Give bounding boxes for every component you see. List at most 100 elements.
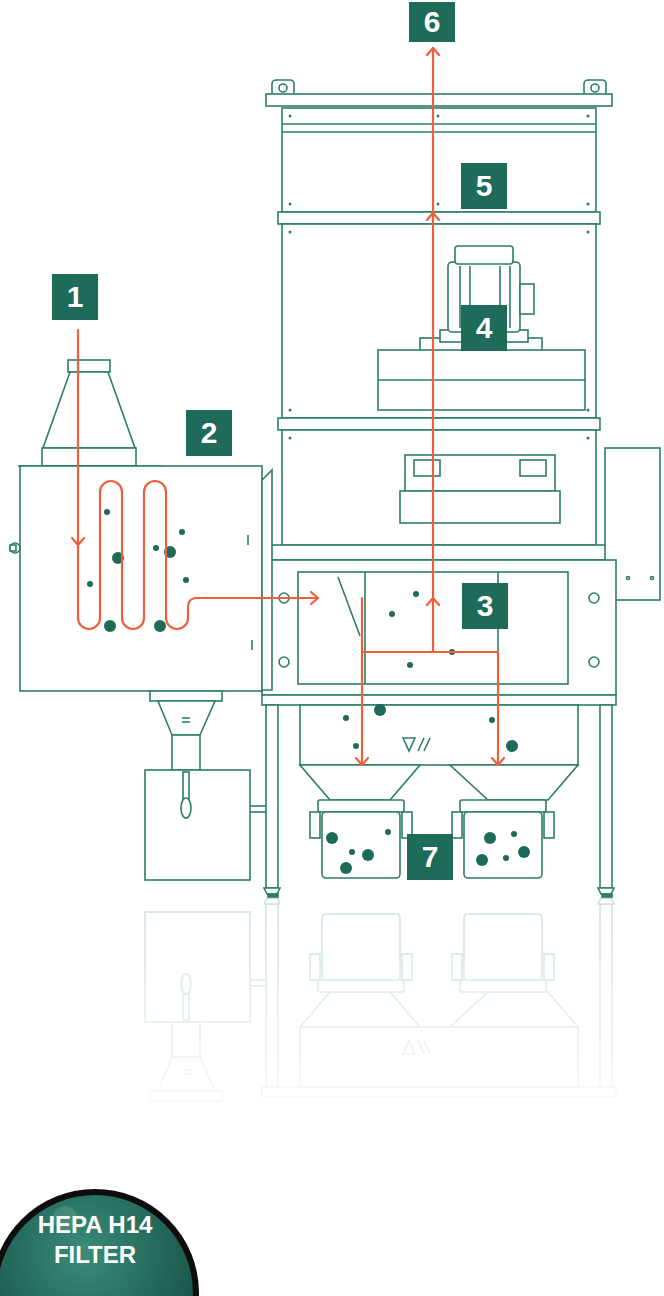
cleaning-unit	[400, 455, 560, 523]
pre-separator-base	[172, 735, 200, 770]
dust-particles	[489, 717, 495, 723]
dust-particles	[343, 715, 349, 721]
machine-base	[262, 695, 616, 705]
rivets	[437, 115, 440, 118]
cabinet-frame	[282, 131, 596, 133]
pre-separator-base	[182, 721, 190, 723]
rivets	[289, 115, 292, 118]
dust-bins	[452, 812, 462, 838]
dust-particles	[374, 704, 386, 716]
dust-bins	[310, 812, 320, 838]
cabinet-frame	[282, 123, 596, 125]
cabinet-frame	[282, 108, 596, 212]
cabinet-frame	[262, 545, 616, 560]
cabinet-frame	[278, 212, 600, 224]
dust-particles	[87, 581, 93, 587]
rivets	[587, 115, 590, 118]
filter-chamber	[589, 657, 599, 667]
cabinet-frame	[266, 94, 612, 106]
reflection-fade	[0, 900, 664, 1150]
pre-separator	[42, 448, 136, 466]
dust-particles	[179, 529, 185, 535]
callout-number: 4	[461, 305, 507, 351]
machine-base	[266, 705, 278, 888]
dust-particles	[518, 846, 530, 858]
callout-number: 7	[407, 834, 453, 880]
pre-separator	[20, 466, 262, 691]
air-flow-arrows	[492, 758, 504, 765]
dust-particles	[407, 662, 413, 668]
motor	[509, 266, 511, 328]
badge-text: HEPA H14 FILTER	[20, 1210, 170, 1270]
dust-bins	[544, 812, 554, 838]
callout-number: 3	[462, 583, 508, 629]
filter-chamber	[589, 593, 599, 603]
cabinet-frame	[282, 430, 596, 545]
machine-outline	[10, 80, 660, 695]
pre-separator-base	[158, 701, 215, 735]
dust-particles	[349, 849, 355, 855]
dust-particles	[340, 862, 352, 874]
rivets	[587, 203, 590, 206]
callout-number: 2	[186, 410, 232, 456]
dust-bins	[318, 800, 404, 812]
dust-particles	[484, 832, 496, 844]
dust-particles	[154, 620, 166, 632]
dust-bins	[322, 812, 400, 878]
cleaning-unit	[405, 455, 555, 491]
pre-separator-base	[250, 805, 266, 807]
pre-separator-base	[145, 770, 250, 880]
rivets	[587, 231, 590, 234]
badge-circle	[0, 1192, 196, 1296]
pre-separator-base	[150, 691, 222, 701]
cabinet-frame	[591, 84, 599, 92]
air-flow-arrows	[78, 330, 318, 629]
cabinet-frame	[262, 80, 616, 560]
rivets	[289, 409, 292, 412]
dust-particles	[353, 743, 359, 749]
air-flow-arrows	[362, 652, 498, 765]
rivets	[587, 437, 590, 440]
pre-separator	[68, 360, 110, 372]
air-flow-arrows	[427, 48, 439, 55]
air-flow-arrows	[356, 758, 368, 765]
air-flow-arrows	[361, 598, 363, 765]
side-box	[651, 577, 654, 580]
pre-separator	[10, 360, 272, 691]
dust-particles	[87, 509, 530, 874]
air-flow-arrows	[72, 48, 504, 765]
logo-mark	[403, 738, 430, 751]
rivets	[289, 203, 292, 206]
rivets	[289, 115, 590, 440]
motor	[520, 284, 534, 314]
pre-separator-base	[183, 772, 189, 800]
pre-separator-base	[250, 811, 266, 813]
air-flow-arrows	[432, 48, 434, 652]
dust-particles	[326, 832, 338, 844]
air-flow-arrows	[311, 592, 318, 604]
pre-separator	[10, 543, 20, 553]
air-flow-arrows	[427, 213, 439, 220]
rivets	[289, 437, 292, 440]
air-flow-arrows	[72, 538, 84, 545]
callout-number: 1	[52, 274, 98, 320]
machine-base	[264, 888, 614, 894]
machine-base	[600, 705, 612, 888]
dust-particles	[362, 849, 374, 861]
dust-particles	[385, 829, 391, 835]
cleaning-unit	[520, 460, 546, 476]
pre-separator	[43, 372, 135, 448]
machine-base	[300, 705, 578, 765]
rivets	[587, 409, 590, 412]
cleaning-unit	[400, 491, 560, 523]
dust-particles	[413, 591, 419, 597]
dust-particles	[503, 855, 509, 861]
pre-separator	[251, 640, 253, 650]
pre-separator-base	[145, 691, 266, 880]
motor	[455, 246, 513, 264]
rivets	[437, 203, 440, 206]
dust-particles	[183, 577, 189, 583]
dust-particles	[104, 620, 116, 632]
filter-chamber	[262, 560, 616, 695]
